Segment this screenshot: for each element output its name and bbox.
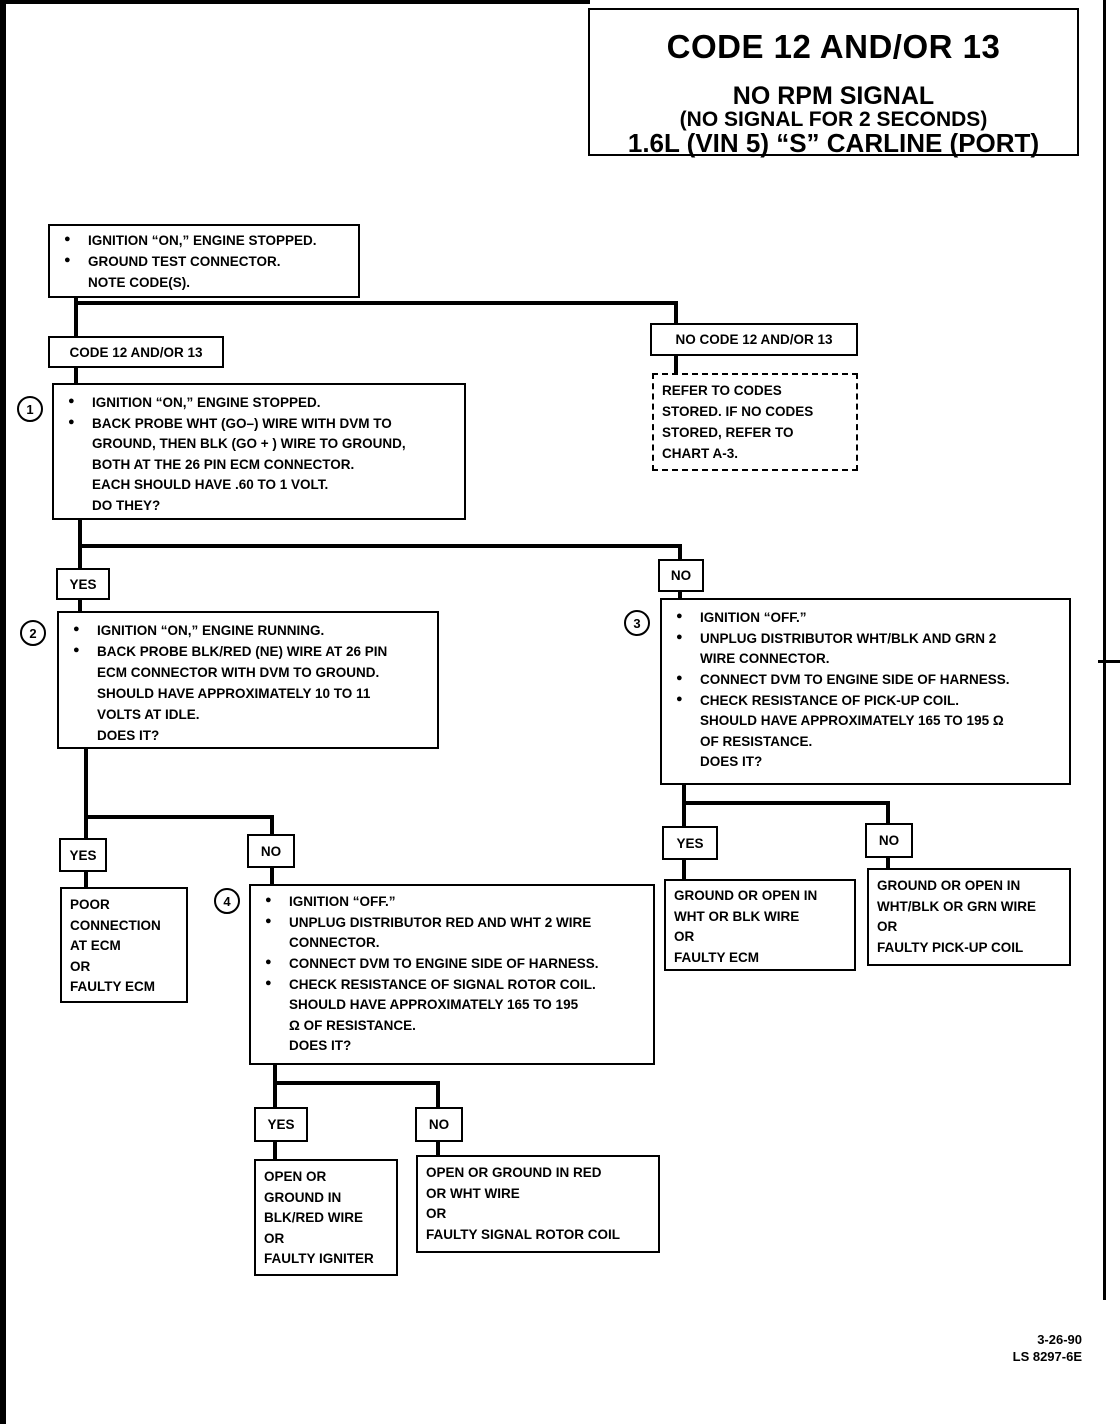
step-4-bullet: UNPLUG DISTRIBUTOR RED AND WHT 2 WIRE <box>261 913 643 934</box>
step-1-text: BOTH AT THE 26 PIN ECM CONNECTOR. <box>92 456 355 472</box>
start-bullet-ignition: IGNITION “ON,” ENGINE STOPPED. <box>60 231 348 252</box>
step-2-text: VOLTS AT IDLE. <box>97 706 200 722</box>
step-3-text: OF RESISTANCE. <box>700 733 813 749</box>
chart-title: CODE 12 AND/OR 13 <box>666 28 1001 65</box>
refer-box: REFER TO CODES STORED. IF NO CODES STORE… <box>652 373 858 471</box>
step-2-text: ECM CONNECTOR WITH DVM TO GROUND. <box>97 664 380 680</box>
edge-mark <box>1098 660 1120 663</box>
step-4-marker: 4 <box>214 888 240 914</box>
refer-line: CHART A-3. <box>662 445 738 461</box>
step-3-bullet: IGNITION “OFF.” <box>672 608 1059 629</box>
step-4-box: IGNITION “OFF.” UNPLUG DISTRIBUTOR RED A… <box>249 884 655 1065</box>
result-line: WHT/BLK OR GRN WIRE <box>877 898 1036 914</box>
result-line: FAULTY SIGNAL ROTOR COIL <box>426 1226 621 1242</box>
step-2-bullet: BACK PROBE BLK/RED (NE) WIRE AT 26 PIN <box>69 642 427 663</box>
refer-line: REFER TO CODES <box>662 383 782 398</box>
result-line: GROUND OR OPEN IN <box>674 888 818 903</box>
step-2-box: IGNITION “ON,” ENGINE RUNNING. BACK PROB… <box>57 611 439 749</box>
refer-line: STORED, REFER TO <box>662 424 794 440</box>
footer: 3-26-90 LS 8297-6E <box>990 1332 1082 1366</box>
result-line: OR <box>70 958 91 974</box>
result-line: POOR <box>70 897 110 912</box>
step-2-yes-label: YES <box>59 838 107 872</box>
title-block: CODE 12 AND/OR 13 NO RPM SIGNAL (NO SIGN… <box>588 8 1079 158</box>
result-line: WHT OR BLK WIRE <box>674 908 800 924</box>
step-4-yes-label: YES <box>254 1107 308 1142</box>
step-2-text: SHOULD HAVE APPROXIMATELY 10 TO 11 <box>97 685 371 701</box>
result-line: OR <box>877 919 898 935</box>
result-line: BLK/RED WIRE <box>264 1210 363 1226</box>
step-1-marker: 1 <box>17 396 43 422</box>
result-line: GROUND OR OPEN IN <box>877 878 1021 893</box>
step-2-question: DOES IT? <box>97 727 160 743</box>
step-1-text: GROUND, THEN BLK (GO + ) WIRE TO GROUND, <box>92 436 406 452</box>
label-code-12-13: CODE 12 AND/OR 13 <box>48 336 224 368</box>
step-4-bullet: CHECK RESISTANCE OF SIGNAL ROTOR COIL. <box>261 975 643 996</box>
step-3-no-label: NO <box>865 823 913 858</box>
footer-date: 3-26-90 <box>1037 1332 1082 1347</box>
step-2-bullet: IGNITION “ON,” ENGINE RUNNING. <box>69 621 427 642</box>
result-ground-open-pickup: GROUND OR OPEN IN WHT/BLK OR GRN WIRE OR… <box>867 868 1071 966</box>
step-3-bullet: CONNECT DVM TO ENGINE SIDE OF HARNESS. <box>672 670 1059 691</box>
result-line: FAULTY ECM <box>674 949 760 965</box>
step-4-bullet: CONNECT DVM TO ENGINE SIDE OF HARNESS. <box>261 954 643 975</box>
result-ground-open-wht-blk: GROUND OR OPEN IN WHT OR BLK WIRE OR FAU… <box>664 879 856 971</box>
step-1-bullet: BACK PROBE WHT (GO–) WIRE WITH DVM TO <box>64 414 454 435</box>
step-3-text: WIRE CONNECTOR. <box>700 651 830 667</box>
start-note: NOTE CODE(S). <box>88 274 191 290</box>
result-line: OPEN OR GROUND IN RED <box>426 1165 602 1180</box>
step-3-question: DOES IT? <box>700 754 763 770</box>
page-border-left <box>0 0 6 1424</box>
step-3-bullet: UNPLUG DISTRIBUTOR WHT/BLK AND GRN 2 <box>672 629 1059 650</box>
page-border-top <box>6 0 590 4</box>
result-line: FAULTY IGNITER <box>264 1251 374 1267</box>
result-line: FAULTY PICK-UP COIL <box>877 939 1024 955</box>
start-box: IGNITION “ON,” ENGINE STOPPED. GROUND TE… <box>48 224 360 298</box>
result-poor-connection: POOR CONNECTION AT ECM OR FAULTY ECM <box>60 887 188 1003</box>
step-3-box: IGNITION “OFF.” UNPLUG DISTRIBUTOR WHT/B… <box>660 598 1071 785</box>
result-line: FAULTY ECM <box>70 979 156 995</box>
step-4-text: CONNECTOR. <box>289 935 380 951</box>
step-2-no-label: NO <box>247 834 295 868</box>
step-4-question: DOES IT? <box>289 1038 352 1054</box>
step-4-no-label: NO <box>415 1107 463 1142</box>
chart-subtitle-note: (NO SIGNAL FOR 2 SECONDS) <box>679 108 988 131</box>
result-line: OR <box>426 1206 447 1222</box>
result-open-ground-redwht: OPEN OR GROUND IN RED OR WHT WIRE OR FAU… <box>416 1155 660 1253</box>
refer-line: STORED. IF NO CODES <box>662 403 814 419</box>
step-3-marker: 3 <box>624 610 650 636</box>
chart-subtitle: NO RPM SIGNAL <box>732 82 935 110</box>
result-open-ground-blkred: OPEN OR GROUND IN BLK/RED WIRE OR FAULTY… <box>254 1159 398 1276</box>
chart-engine-spec: 1.6L (VIN 5) “S” CARLINE (PORT) <box>627 128 1040 158</box>
step-3-bullet: CHECK RESISTANCE OF PICK-UP COIL. <box>672 691 1059 712</box>
step-1-text: EACH SHOULD HAVE .60 TO 1 VOLT. <box>92 477 329 493</box>
step-1-box: IGNITION “ON,” ENGINE STOPPED. BACK PROB… <box>52 383 466 520</box>
step-3-text: SHOULD HAVE APPROXIMATELY 165 TO 195 Ω <box>700 713 1004 729</box>
step-4-text: SHOULD HAVE APPROXIMATELY 165 TO 195 <box>289 997 579 1013</box>
result-line: OPEN OR <box>264 1169 327 1184</box>
step-4-bullet: IGNITION “OFF.” <box>261 892 643 913</box>
step-1-question: DO THEY? <box>92 497 161 513</box>
step-2-marker: 2 <box>20 620 46 646</box>
step-1-no-label: NO <box>658 559 704 592</box>
result-line: OR <box>264 1230 285 1246</box>
label-no-code-12-13: NO CODE 12 AND/OR 13 <box>650 323 858 356</box>
step-4-text: Ω OF RESISTANCE. <box>289 1017 416 1033</box>
result-line: AT ECM <box>70 938 121 954</box>
start-bullet-ground: GROUND TEST CONNECTOR. <box>60 252 348 273</box>
footer-code: LS 8297-6E <box>1012 1348 1082 1364</box>
step-1-yes-label: YES <box>56 568 110 600</box>
step-1-bullet: IGNITION “ON,” ENGINE STOPPED. <box>64 393 454 414</box>
step-3-yes-label: YES <box>662 826 718 860</box>
page-border-right <box>1103 0 1106 1300</box>
result-line: OR WHT WIRE <box>426 1185 520 1201</box>
result-line: CONNECTION <box>70 917 161 933</box>
result-line: OR <box>674 929 695 945</box>
result-line: GROUND IN <box>264 1189 342 1205</box>
